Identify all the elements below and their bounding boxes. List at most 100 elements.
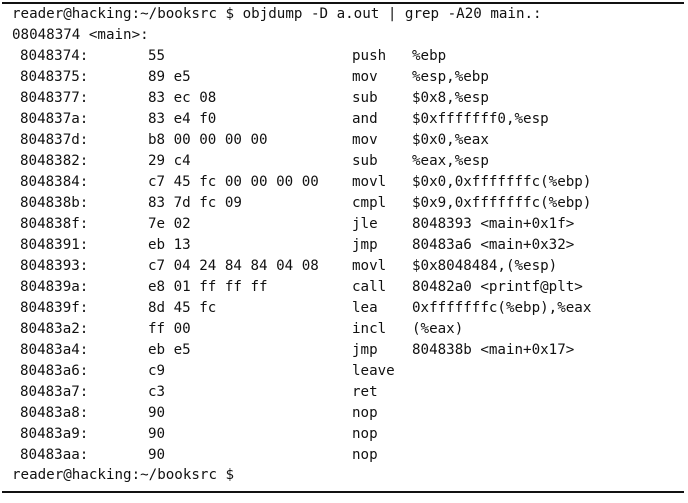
- instruction-bytes: 7e 02: [148, 216, 191, 232]
- disassembly-row: 8048384: c7 45 fc 00 00 00 00 movl $0x0,0xf…: [0, 172, 688, 193]
- instruction-mnemonic: sub: [352, 153, 378, 169]
- instruction-address: 80483aa:: [20, 447, 89, 463]
- instruction-mnemonic: nop: [352, 426, 378, 442]
- instruction-address: 8048384:: [20, 174, 89, 190]
- instruction-mnemonic: cmpl: [352, 195, 387, 211]
- command-line: reader@hacking:~/booksrc $ objdump -D a.…: [12, 6, 542, 22]
- instruction-operands: $0x0,%eax: [412, 132, 489, 148]
- instruction-address: 8048374:: [20, 48, 89, 64]
- disassembly-row: 8048374: 55 push %ebp: [0, 46, 688, 67]
- instruction-address: 80483a8:: [20, 405, 89, 421]
- instruction-operands: (%eax): [412, 321, 464, 337]
- instruction-bytes: 29 c4: [148, 153, 191, 169]
- instruction-mnemonic: mov: [352, 69, 378, 85]
- instruction-mnemonic: mov: [352, 132, 378, 148]
- disassembly-row: 80483a4: eb e5 jmp 804838b <main+0x17>: [0, 340, 688, 361]
- instruction-bytes: ff 00: [148, 321, 191, 337]
- instruction-address: 8048375:: [20, 69, 89, 85]
- instruction-address: 804838b:: [20, 195, 89, 211]
- instruction-operands: %ebp: [412, 48, 447, 64]
- instruction-operands: 0xfffffffc(%ebp),%eax: [412, 300, 592, 316]
- disassembly-row: 804838b: 83 7d fc 09 cmpl $0x9,0xfffffffc(%…: [0, 193, 688, 214]
- instruction-bytes: 55: [148, 48, 166, 64]
- disassembly-row: 8048391: eb 13 jmp 80483a6 <main+0x32>: [0, 235, 688, 256]
- instruction-operands: %esp,%ebp: [412, 69, 489, 85]
- disassembly-row: 80483a2: ff 00 incl (%eax): [0, 319, 688, 340]
- instruction-address: 8048393:: [20, 258, 89, 274]
- instruction-address: 804838f:: [20, 216, 89, 232]
- disassembly-row: 8048377: 83 ec 08 sub $0x8,%esp: [0, 88, 688, 109]
- instruction-mnemonic: and: [352, 111, 378, 127]
- instruction-bytes: c3: [148, 384, 166, 400]
- instruction-mnemonic: movl: [352, 258, 387, 274]
- instruction-operands: 80483a6 <main+0x32>: [412, 237, 575, 253]
- instruction-bytes: 83 7d fc 09: [148, 195, 242, 211]
- instruction-bytes: e8 01 ff ff ff: [148, 279, 268, 295]
- instruction-mnemonic: jle: [352, 216, 378, 232]
- instruction-bytes: 90: [148, 405, 166, 421]
- instruction-bytes: 83 ec 08: [148, 90, 217, 106]
- disassembly-row: 80483a6: c9 leave: [0, 361, 688, 382]
- instruction-operands: $0x0,0xfffffffc(%ebp): [412, 174, 592, 190]
- instruction-mnemonic: jmp: [352, 342, 378, 358]
- instruction-address: 804839a:: [20, 279, 89, 295]
- instruction-bytes: c7 04 24 84 84 04 08: [148, 258, 319, 274]
- instruction-address: 8048377:: [20, 90, 89, 106]
- disassembly-row: 80483aa: 90 nop: [0, 445, 688, 466]
- instruction-operands: $0x8,%esp: [412, 90, 489, 106]
- instruction-mnemonic: nop: [352, 447, 378, 463]
- instruction-address: 80483a7:: [20, 384, 89, 400]
- instruction-bytes: eb 13: [148, 237, 191, 253]
- instruction-address: 8048391:: [20, 237, 89, 253]
- instruction-mnemonic: movl: [352, 174, 387, 190]
- instruction-address: 80483a2:: [20, 321, 89, 337]
- instruction-mnemonic: lea: [352, 300, 378, 316]
- instruction-bytes: c7 45 fc 00 00 00 00: [148, 174, 319, 190]
- function-header: 08048374 <main>:: [12, 27, 149, 43]
- instruction-address: 80483a4:: [20, 342, 89, 358]
- disassembly-row: 80483a8: 90 nop: [0, 403, 688, 424]
- instruction-mnemonic: leave: [352, 363, 395, 379]
- instruction-mnemonic: jmp: [352, 237, 378, 253]
- instruction-operands: 804838b <main+0x17>: [412, 342, 575, 358]
- disassembly-row: 804839f: 8d 45 fc lea 0xfffffffc(%ebp),%eax: [0, 298, 688, 319]
- instruction-operands: $0xfffffff0,%esp: [412, 111, 549, 127]
- instruction-address: 804837a:: [20, 111, 89, 127]
- instruction-operands: 8048393 <main+0x1f>: [412, 216, 575, 232]
- instruction-operands: 80482a0 <printf@plt>: [412, 279, 583, 295]
- instruction-mnemonic: sub: [352, 90, 378, 106]
- instruction-address: 804839f:: [20, 300, 89, 316]
- instruction-bytes: 83 e4 f0: [148, 111, 217, 127]
- instruction-operands: %eax,%esp: [412, 153, 489, 169]
- instruction-mnemonic: nop: [352, 405, 378, 421]
- disassembly-listing: 8048374: 55 push %ebp 8048375: 89 e5 mov %esp,%…: [0, 46, 688, 466]
- disassembly-row: 804837d: b8 00 00 00 00 mov $0x0,%eax: [0, 130, 688, 151]
- instruction-address: 80483a9:: [20, 426, 89, 442]
- shell-prompt[interactable]: reader@hacking:~/booksrc $: [12, 467, 235, 483]
- instruction-bytes: 89 e5: [148, 69, 191, 85]
- instruction-operands: $0x9,0xfffffffc(%ebp): [412, 195, 592, 211]
- disassembly-row: 804838f: 7e 02 jle 8048393 <main+0x1f>: [0, 214, 688, 235]
- instruction-bytes: c9: [148, 363, 166, 379]
- disassembly-row: 804837a: 83 e4 f0 and $0xfffffff0,%esp: [0, 109, 688, 130]
- disassembly-row: 804839a: e8 01 ff ff ff call 80482a0 <print…: [0, 277, 688, 298]
- instruction-bytes: eb e5: [148, 342, 191, 358]
- instruction-mnemonic: ret: [352, 384, 378, 400]
- instruction-mnemonic: call: [352, 279, 387, 295]
- bottom-rule: [2, 491, 684, 493]
- instruction-mnemonic: incl: [352, 321, 387, 337]
- top-rule: [2, 2, 684, 4]
- instruction-bytes: 90: [148, 447, 166, 463]
- instruction-address: 80483a6:: [20, 363, 89, 379]
- instruction-bytes: b8 00 00 00 00: [148, 132, 268, 148]
- disassembly-row: 8048375: 89 e5 mov %esp,%ebp: [0, 67, 688, 88]
- disassembly-row: 80483a7: c3 ret: [0, 382, 688, 403]
- disassembly-row: 8048382: 29 c4 sub %eax,%esp: [0, 151, 688, 172]
- instruction-bytes: 8d 45 fc: [148, 300, 217, 316]
- instruction-address: 804837d:: [20, 132, 89, 148]
- instruction-address: 8048382:: [20, 153, 89, 169]
- instruction-mnemonic: push: [352, 48, 387, 64]
